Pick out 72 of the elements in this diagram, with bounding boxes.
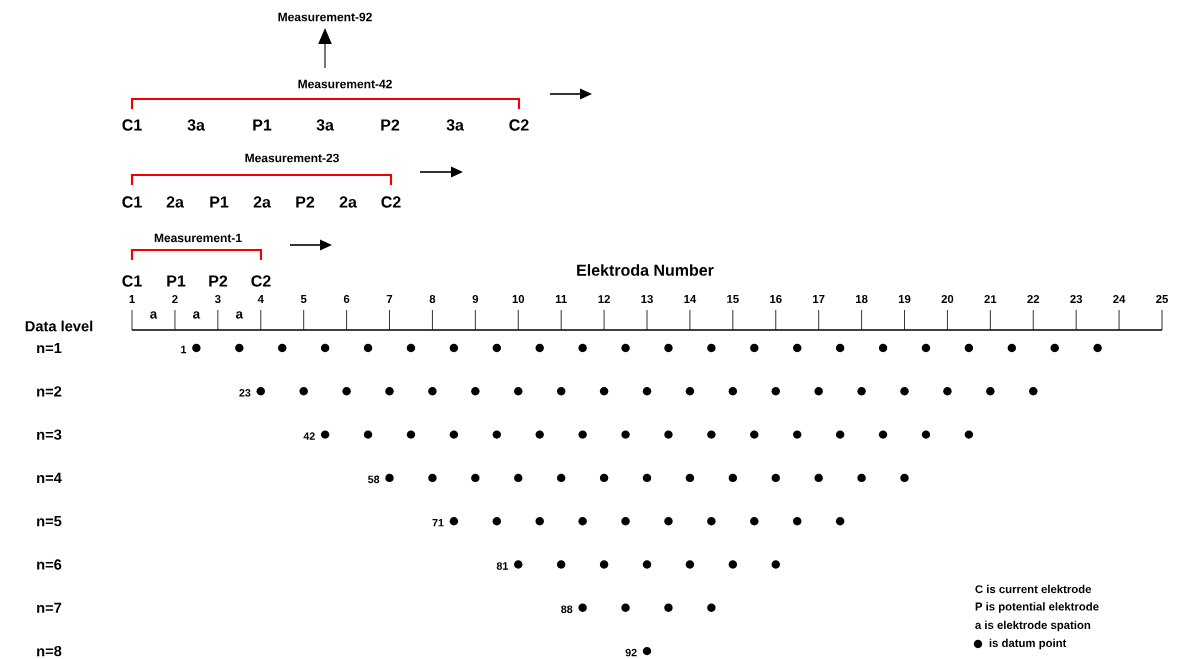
level-label: n=1 — [37, 342, 62, 354]
level-label: n=4 — [37, 472, 62, 483]
level-label: n=7 — [37, 602, 62, 613]
electrode-label: P2 — [209, 275, 228, 287]
tick-label: 13 — [641, 295, 653, 303]
tick-label: 23 — [1070, 295, 1083, 303]
level-label: n=3 — [37, 429, 62, 440]
tick-label: 24 — [1113, 295, 1126, 303]
electrode-label: C2 — [381, 196, 401, 208]
electrode-label: 2a — [339, 196, 357, 208]
measurement-number: 71 — [432, 519, 444, 527]
measurement-number: 58 — [368, 475, 380, 484]
tick-label: 19 — [898, 295, 911, 303]
electrode-label: P2 — [381, 119, 400, 131]
tick-label: 11 — [555, 295, 567, 303]
measurement-number: 42 — [303, 432, 315, 440]
tick-label: 15 — [727, 295, 739, 303]
measurement-label: Measurement-1 — [154, 233, 242, 243]
tick-label: 22 — [1027, 295, 1040, 303]
tick-label: 3 — [214, 295, 221, 303]
tick-label: 25 — [1156, 295, 1168, 303]
spacing-label: a — [236, 311, 244, 319]
axis-title: Elektroda Number — [577, 264, 714, 276]
tick-label: 6 — [343, 295, 350, 303]
tick-label: 16 — [770, 295, 782, 303]
tick-label: 9 — [472, 295, 479, 303]
tick-label: 10 — [512, 295, 525, 303]
electrode-label: P2 — [296, 196, 315, 208]
electrode-label: C1 — [122, 119, 142, 131]
tick-label: 5 — [300, 295, 307, 303]
measurement-number: 23 — [239, 389, 251, 397]
electrode-label: C2 — [509, 119, 529, 131]
level-label: n=2 — [37, 386, 62, 397]
tick-label: 17 — [813, 295, 825, 303]
tick-label: 1 — [129, 295, 135, 303]
electrode-label: C1 — [122, 196, 142, 208]
electrode-label: 3a — [187, 119, 205, 131]
electrode-label: P1 — [167, 275, 186, 287]
spacing-label: a — [150, 311, 158, 319]
electrode-label: P1 — [210, 196, 229, 208]
level-label: n=8 — [37, 645, 62, 657]
legend-text: a is elektrode spation — [975, 620, 1091, 632]
tick-label: 20 — [941, 295, 954, 303]
tick-label: 12 — [598, 295, 610, 303]
electrode-label: C2 — [251, 275, 271, 287]
electrode-label: 3a — [446, 119, 464, 131]
spacing-label: a — [193, 311, 201, 319]
electrode-label: 2a — [253, 196, 271, 208]
measurement-label: Measurement-23 — [245, 153, 339, 163]
tick-label: 21 — [984, 295, 997, 303]
tick-label: 8 — [429, 295, 436, 303]
tick-label: 2 — [172, 295, 178, 303]
measurement-number: 1 — [181, 345, 187, 354]
measurement-label: Measurement-42 — [298, 79, 392, 89]
level-label: n=5 — [37, 516, 62, 527]
measurement-number: 88 — [561, 605, 573, 614]
measurement-number: 92 — [625, 648, 637, 657]
tick-label: 18 — [856, 295, 868, 303]
legend-text: C is current elektrode — [975, 584, 1092, 594]
electrode-label: C1 — [122, 275, 142, 287]
legend-text: is datum point — [989, 638, 1067, 650]
measurement-label: Measurement-92 — [278, 12, 372, 22]
legend-text: P is potential elektrode — [975, 602, 1099, 613]
level-label: n=6 — [37, 559, 62, 570]
tick-label: 7 — [386, 295, 393, 303]
electrode-label: 3a — [316, 119, 334, 131]
row-heading: Data level — [25, 320, 93, 332]
measurement-number: 81 — [496, 562, 508, 570]
tick-label: 14 — [684, 295, 697, 303]
tick-label: 4 — [257, 295, 264, 303]
electrode-label: 2a — [166, 196, 184, 208]
electrode-label: P1 — [253, 119, 272, 131]
